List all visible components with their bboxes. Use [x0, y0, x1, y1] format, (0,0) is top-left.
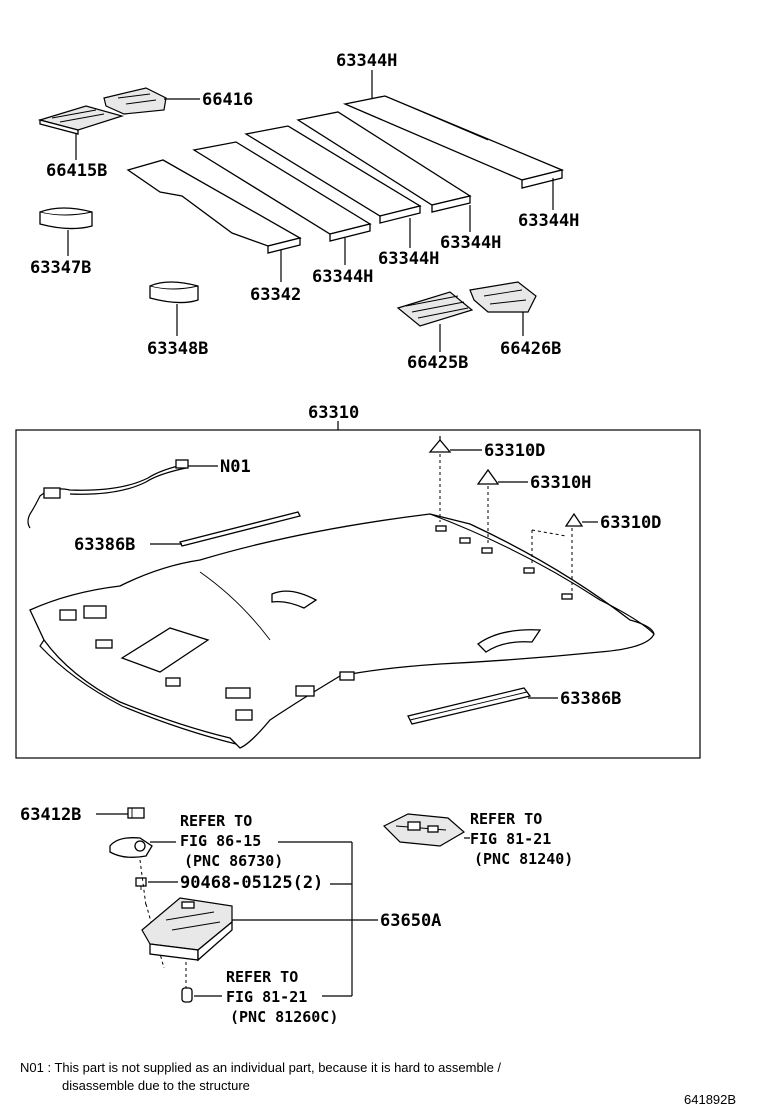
label-63344H-top: 63344H: [336, 51, 397, 71]
wire-harness-N01: [27, 459, 189, 529]
label-63386B-upper: 63386B: [74, 535, 135, 555]
label-63386B-lower: 63386B: [560, 689, 621, 709]
label-66425B: 66425B: [407, 353, 468, 373]
screw-90468: [135, 877, 147, 890]
pad-63344H-4: [192, 141, 372, 242]
label-63342: 63342: [250, 285, 301, 305]
footnote-line1: N01 : This part is not supplied as an in…: [20, 1060, 501, 1075]
ref3-line1: REFER TO: [226, 968, 298, 986]
label-63344H-b: 63344H: [378, 249, 439, 269]
label-90468: 90468-05125(2): [180, 873, 323, 893]
clip-63310H: [476, 468, 500, 485]
clip-63310D-a: [428, 436, 452, 453]
clip-63310D-b-path2: [531, 529, 567, 537]
label-63310D-b: 63310D: [600, 513, 661, 533]
figure-id: 641892B: [684, 1092, 736, 1107]
headliner-body: [29, 513, 655, 749]
label-63412B: 63412B: [20, 805, 81, 825]
ref1-line2: FIG 86-15: [180, 832, 261, 850]
headliner-frame: [15, 429, 701, 759]
label-N01: N01: [220, 457, 251, 477]
pad-63344H-2: [296, 111, 472, 213]
label-66426B: 66426B: [500, 339, 561, 359]
strip-63386B-lower: [407, 687, 532, 725]
bracket-66426B: [469, 281, 537, 313]
pad-63344H-3: [244, 125, 422, 224]
label-63650A: 63650A: [380, 911, 441, 931]
pad-63347B: [39, 207, 93, 230]
bulb: [181, 987, 193, 1003]
pad-63348B: [149, 281, 199, 304]
label-63347B: 63347B: [30, 258, 91, 278]
ref3-line2: FIG 81-21: [226, 988, 307, 1006]
map-lamp-63650A: [141, 897, 233, 962]
strip-63386B-upper: [179, 511, 301, 547]
ref2-line1: REFER TO: [470, 810, 542, 828]
label-63344H-d: 63344H: [518, 211, 579, 231]
label-66415B: 66415B: [46, 161, 107, 181]
footnote-line2: disassemble due to the structure: [62, 1078, 250, 1093]
bracket-66416: [103, 87, 167, 115]
label-63310: 63310: [308, 403, 359, 423]
label-63344H-a: 63344H: [312, 267, 373, 287]
pad-63344H-1: [342, 95, 565, 189]
label-66416: 66416: [202, 90, 253, 110]
clip-63310D-b: [564, 512, 584, 527]
assy-dash-2: [145, 903, 165, 969]
ref2-line3[interactable]: (PNC 81240): [474, 850, 573, 868]
ref3-line3[interactable]: (PNC 81260C): [230, 1008, 338, 1026]
console-housing: [382, 813, 466, 847]
lamp-bracket: [109, 837, 153, 858]
label-63310D-a: 63310D: [484, 441, 545, 461]
clip-63412B: [127, 807, 145, 819]
ref2-line2: FIG 81-21: [470, 830, 551, 848]
pad-63342: [126, 159, 302, 254]
ref1-line3[interactable]: (PNC 86730): [184, 852, 283, 870]
pad-66415B: [37, 105, 125, 135]
label-63344H-c: 63344H: [440, 233, 501, 253]
pad-66425B: [396, 291, 474, 327]
label-63348B: 63348B: [147, 339, 208, 359]
assy-dash-1: [139, 859, 147, 907]
ref1-line1: REFER TO: [180, 812, 252, 830]
label-63310H: 63310H: [530, 473, 591, 493]
